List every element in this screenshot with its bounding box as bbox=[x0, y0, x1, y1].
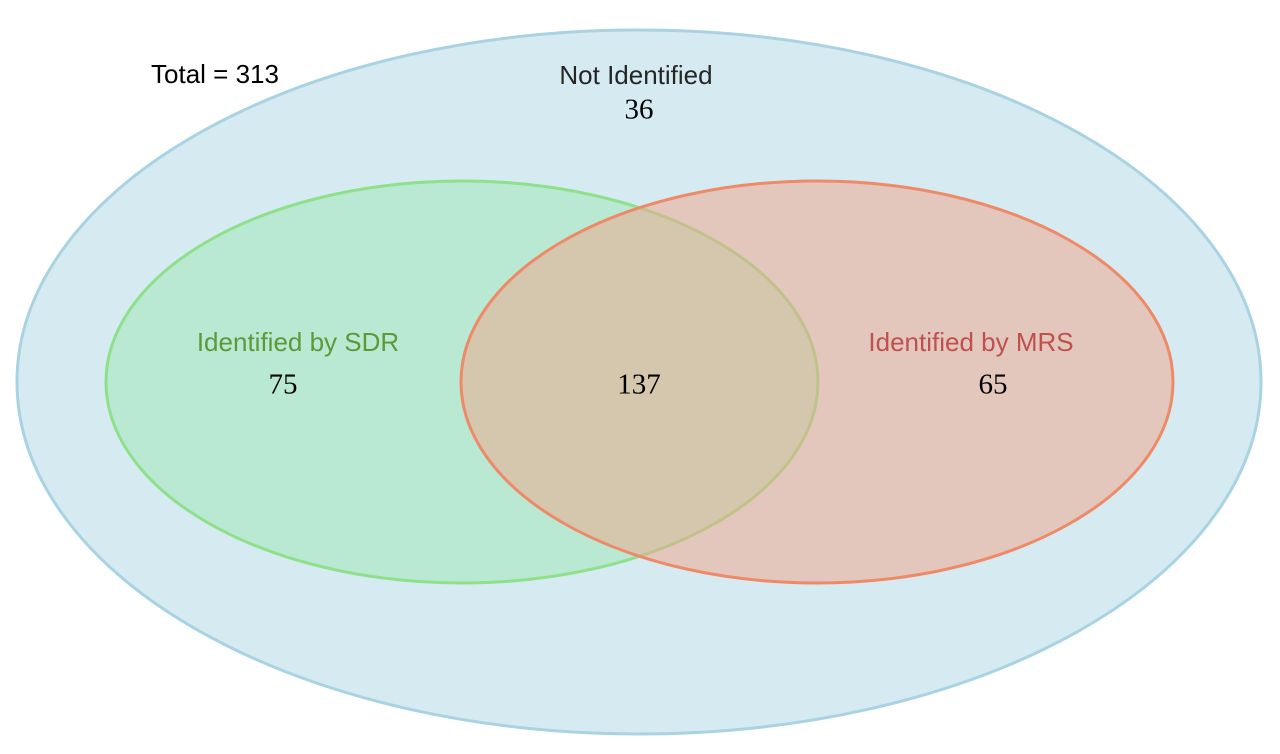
sdr-label: Identified by SDR bbox=[196, 327, 400, 357]
total-label: Total = 313 bbox=[151, 59, 279, 89]
not-identified-label: Not Identified bbox=[559, 60, 713, 90]
mrs-ellipse bbox=[459, 179, 1175, 585]
intersection-count: 137 bbox=[617, 368, 661, 401]
not-identified-count: 36 bbox=[624, 93, 654, 126]
mrs-only-count: 65 bbox=[978, 368, 1008, 401]
sdr-only-count: 75 bbox=[268, 368, 298, 401]
mrs-label: Identified by MRS bbox=[868, 327, 1074, 357]
